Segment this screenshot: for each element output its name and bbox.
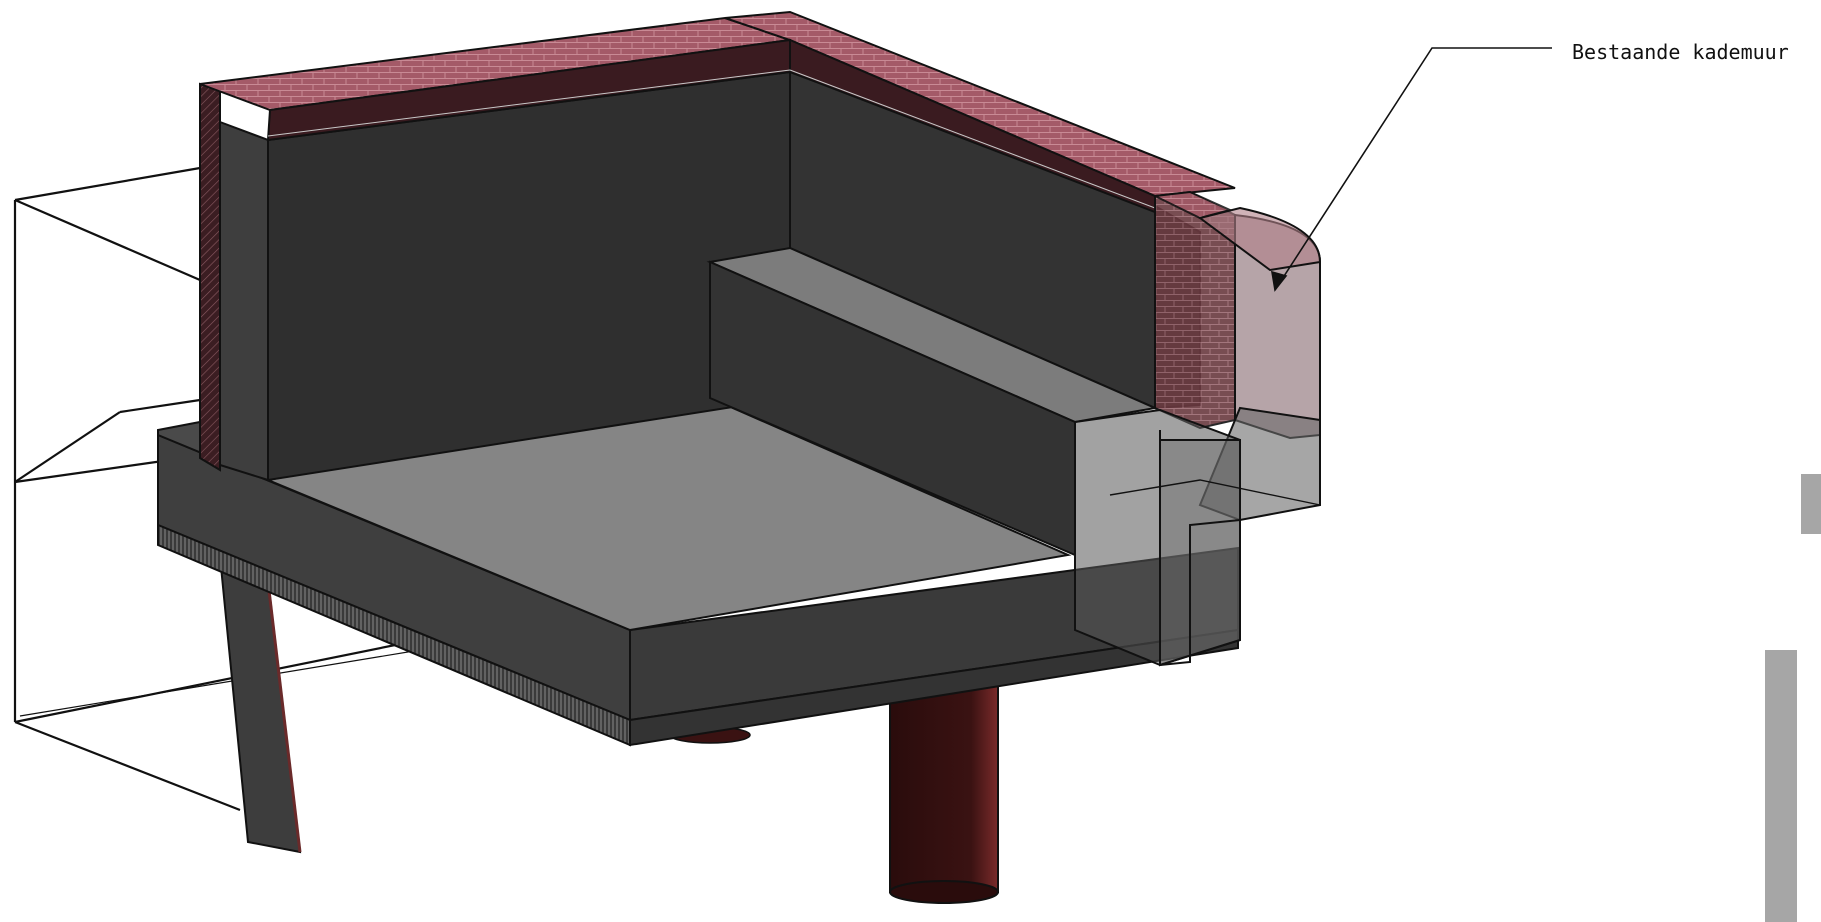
foundation-pile (669, 659, 999, 904)
scrollbar-thumb-large[interactable] (1765, 650, 1797, 922)
existing-quay-wall (1074, 190, 1322, 667)
wireframe-outline (13, 166, 421, 812)
callout-label-existing-quay-wall: Bestaande kademuur (1572, 40, 1789, 64)
callout-leader (1271, 47, 1552, 292)
scrollbar-thumb-small[interactable] (1801, 474, 1821, 534)
masonry-coping (199, 10, 1236, 214)
back-wall-left (199, 70, 791, 482)
